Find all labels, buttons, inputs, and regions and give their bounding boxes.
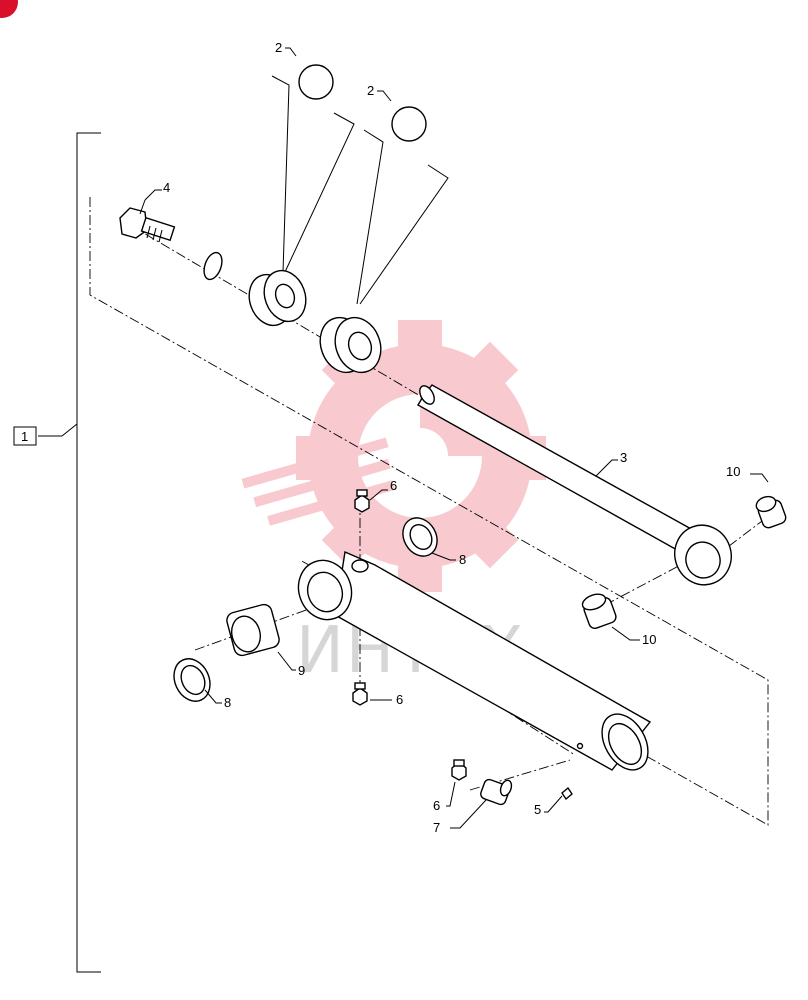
callout-6: 6 [433, 798, 440, 813]
callout-3: 3 [620, 450, 627, 465]
callout-8: 8 [224, 695, 231, 710]
barrel-part [297, 550, 652, 771]
callout-8: 8 [459, 552, 466, 567]
bushing-part [755, 495, 787, 529]
callout-6: 6 [390, 478, 397, 493]
piston-part [248, 269, 307, 327]
barrel-bushing-part [226, 603, 280, 657]
callout-9: 9 [298, 663, 305, 678]
callout-4: 4 [163, 180, 170, 195]
grease-fitting-part [451, 759, 467, 781]
callout-10: 10 [642, 632, 656, 647]
callout-6: 6 [396, 692, 403, 707]
watermark-logo [241, 320, 546, 592]
grease-fitting-part [352, 682, 368, 706]
leader-lines [139, 189, 769, 829]
set-screw-part [561, 786, 573, 801]
o-ring-part [298, 64, 334, 100]
callout-10: 10 [726, 464, 740, 479]
callout-2: 2 [367, 83, 374, 98]
bushing-part [581, 593, 617, 630]
seal-part [402, 517, 438, 557]
callout-2: 2 [275, 40, 282, 55]
assembly-label: 1 [21, 429, 28, 444]
bolt-part [119, 207, 176, 243]
elbow-fitting-part [480, 778, 513, 806]
corner-badge-icon [0, 0, 18, 18]
piston-rod-part [417, 384, 732, 586]
seal-part [173, 658, 211, 702]
callout-7: 7 [433, 820, 440, 835]
callout-5: 5 [534, 802, 541, 817]
o-ring-part [391, 106, 427, 142]
gland-part [319, 316, 382, 374]
lock-washer-part [203, 251, 223, 281]
assembly-bracket [13, 132, 101, 973]
grease-fitting-part [354, 489, 370, 513]
